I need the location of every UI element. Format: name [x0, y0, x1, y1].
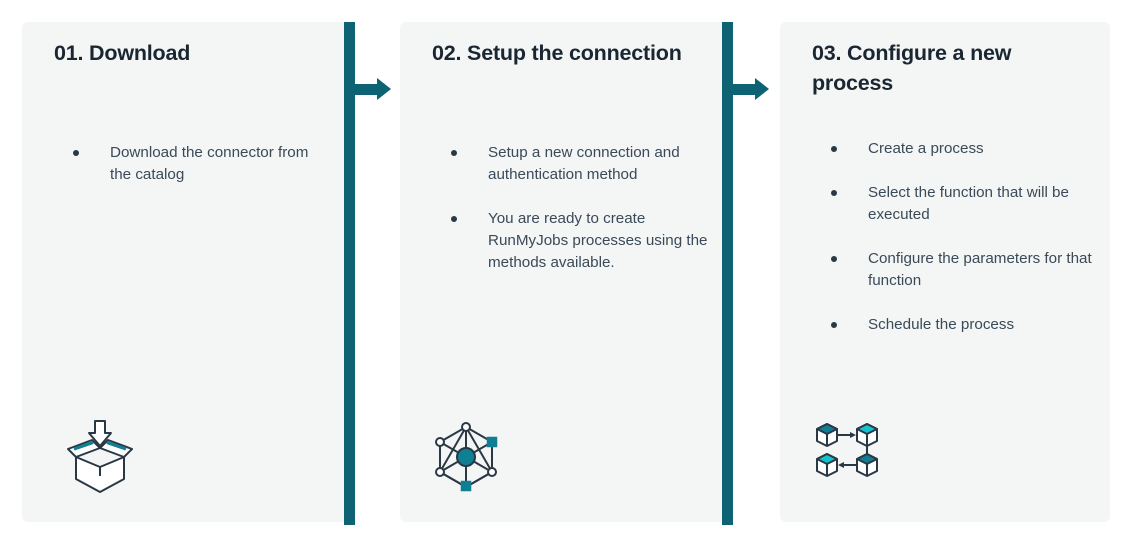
connector-1 — [344, 22, 391, 525]
arrow-right-icon — [353, 84, 379, 95]
step-bullets-2: Setup a new connection and authenticatio… — [430, 142, 709, 296]
step-bullets-3: Create a process Select the function tha… — [810, 138, 1092, 358]
list-item: Download the connector from the catalog — [52, 142, 330, 186]
step-title-1: 01. Download — [54, 41, 191, 65]
list-item: Setup a new connection and authenticatio… — [430, 142, 709, 186]
arrow-head — [755, 78, 769, 100]
list-item: You are ready to create RunMyJobs proces… — [430, 208, 709, 274]
list-item: Schedule the process — [810, 314, 1092, 336]
hexagon-network-icon — [430, 419, 502, 500]
step-title-2: 02. Setup the connection — [432, 41, 682, 65]
list-item: Select the function that will be execute… — [810, 182, 1092, 226]
arrow-head — [377, 78, 391, 100]
step-card-1: 01. Download Download the connector from… — [22, 22, 348, 522]
list-item: Create a process — [810, 138, 1092, 160]
list-item: Configure the parameters for that functi… — [810, 248, 1092, 292]
arrow-right-icon — [731, 84, 757, 95]
process-cubes-icon — [814, 421, 890, 486]
connector-2 — [722, 22, 769, 525]
step-card-3: 03. Configure a new process Create a pro… — [780, 22, 1110, 522]
download-box-icon — [64, 419, 136, 500]
connector-bar — [722, 22, 733, 525]
step-card-2: 02. Setup the connection Setup a new con… — [400, 22, 727, 522]
step-bullets-1: Download the connector from the catalog — [52, 142, 330, 208]
step-title-3: 03. Configure a new process — [812, 41, 1012, 95]
connector-bar — [344, 22, 355, 525]
